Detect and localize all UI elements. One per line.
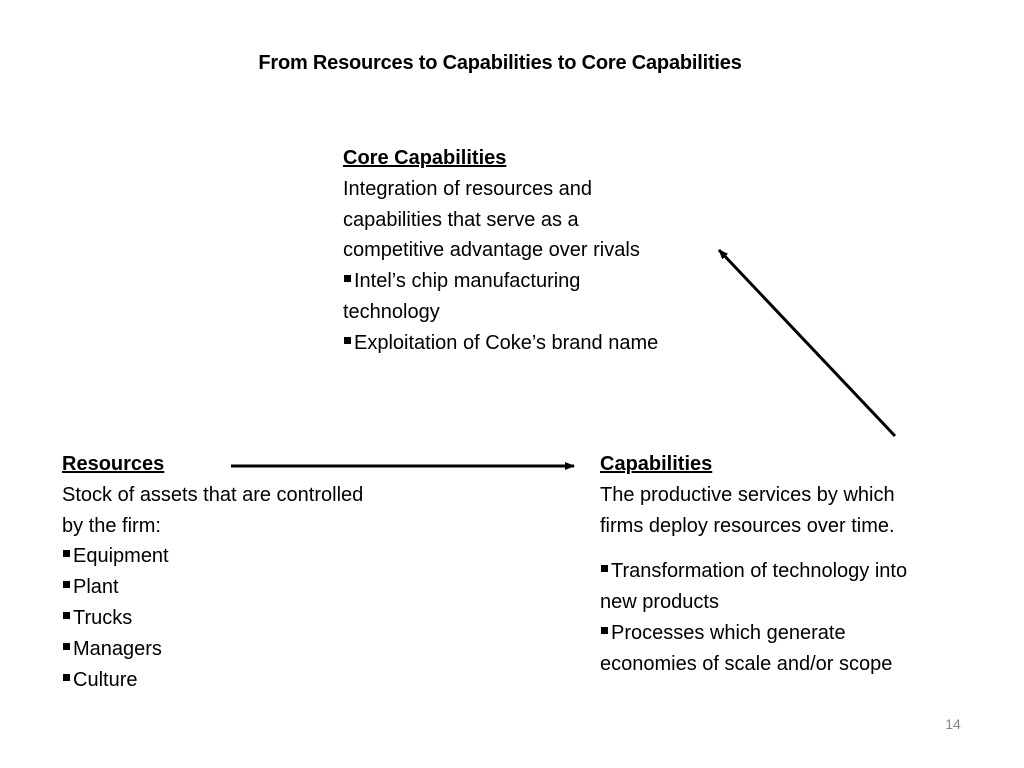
square-bullet-icon: [601, 626, 608, 634]
square-bullet-icon: [63, 611, 70, 619]
capabilities-bullet-text: Processes which generate: [611, 621, 846, 644]
resources-block: Resources Stock of assets that are contr…: [62, 449, 432, 695]
core-desc-line: Integration of resources and: [343, 177, 593, 200]
core-bullet-item: Exploitation of Coke’s brand name: [343, 328, 723, 359]
capabilities-bullet-continuation: new products: [600, 591, 719, 614]
resources-desc-line: Stock of assets that are controlled: [62, 483, 364, 506]
resources-desc-line: by the firm:: [62, 514, 161, 537]
capabilities-block: Capabilities The productive services by …: [600, 449, 980, 680]
capabilities-desc-line: firms deploy resources over time.: [600, 514, 895, 537]
core-bullet-text: Exploitation of Coke’s brand name: [354, 331, 659, 354]
slide-title: From Resources to Capabilities to Core C…: [258, 52, 742, 74]
capabilities-heading: Capabilities: [600, 453, 713, 475]
resources-bullet-text: Managers: [73, 637, 162, 660]
resources-heading: Resources: [62, 453, 165, 475]
capabilities-bullet-item: Transformation of technology into: [600, 556, 980, 587]
core-capabilities-heading: Core Capabilities: [343, 147, 507, 169]
resources-bullet-item: Managers: [62, 634, 432, 665]
resources-bullet-text: Trucks: [73, 606, 133, 629]
resources-bullet-text: Plant: [73, 576, 119, 599]
arrow-up-left-icon: [717, 248, 897, 438]
page-number: 14: [945, 716, 961, 732]
core-desc-line: capabilities that serve as a: [343, 208, 579, 231]
square-bullet-icon: [63, 550, 70, 558]
square-bullet-icon: [601, 565, 608, 573]
capabilities-bullet-continuation: economies of scale and/or scope: [600, 652, 893, 675]
square-bullet-icon: [63, 673, 70, 681]
core-bullet-text: Intel’s chip manufacturing: [354, 270, 581, 293]
square-bullet-icon: [344, 275, 351, 283]
square-bullet-icon: [63, 581, 70, 589]
resources-bullet-item: Equipment: [62, 541, 432, 572]
core-bullet-item: Intel’s chip manufacturing: [343, 266, 723, 297]
square-bullet-icon: [344, 336, 351, 344]
capabilities-bullet-text: Transformation of technology into: [611, 560, 908, 583]
resources-bullet-text: Culture: [73, 668, 138, 691]
square-bullet-icon: [63, 642, 70, 650]
resources-bullet-item: Trucks: [62, 603, 432, 634]
core-capabilities-block: Core Capabilities Integration of resourc…: [343, 143, 723, 359]
resources-bullet-item: Plant: [62, 572, 432, 603]
core-desc-line: competitive advantage over rivals: [343, 239, 640, 262]
capabilities-bullet-item: Processes which generate: [600, 618, 980, 649]
resources-bullet-item: Culture: [62, 665, 432, 696]
core-bullet-continuation: technology: [343, 300, 440, 323]
resources-bullet-text: Equipment: [73, 545, 169, 568]
capabilities-desc-line: The productive services by which: [600, 483, 895, 506]
